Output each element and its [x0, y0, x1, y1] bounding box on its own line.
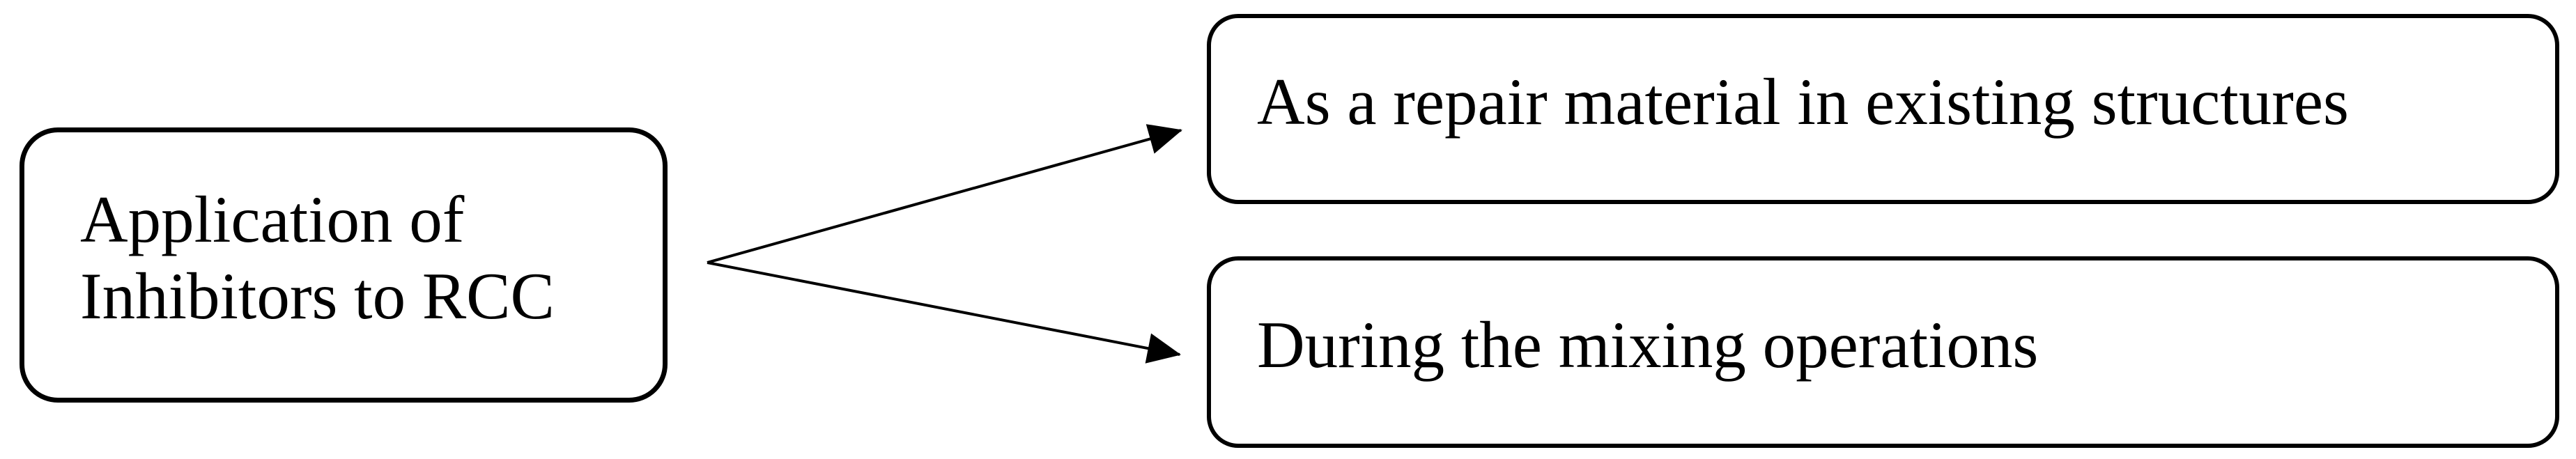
branch-node-repair-material: As a repair material in existing structu… — [1207, 14, 2559, 204]
root-node-application-of-inhibitors: Application of Inhibitors to RCC — [20, 127, 668, 403]
arrow-root-to-repair — [707, 124, 1182, 264]
branch-node-mixing-label: During the mixing operations — [1257, 307, 2039, 382]
branch-node-mixing-operations: During the mixing operations — [1207, 256, 2559, 448]
branch-node-repair-label: As a repair material in existing structu… — [1257, 64, 2349, 139]
root-node-label: Application of Inhibitors to RCC — [80, 182, 555, 333]
arrow-root-to-mixing — [707, 261, 1181, 364]
